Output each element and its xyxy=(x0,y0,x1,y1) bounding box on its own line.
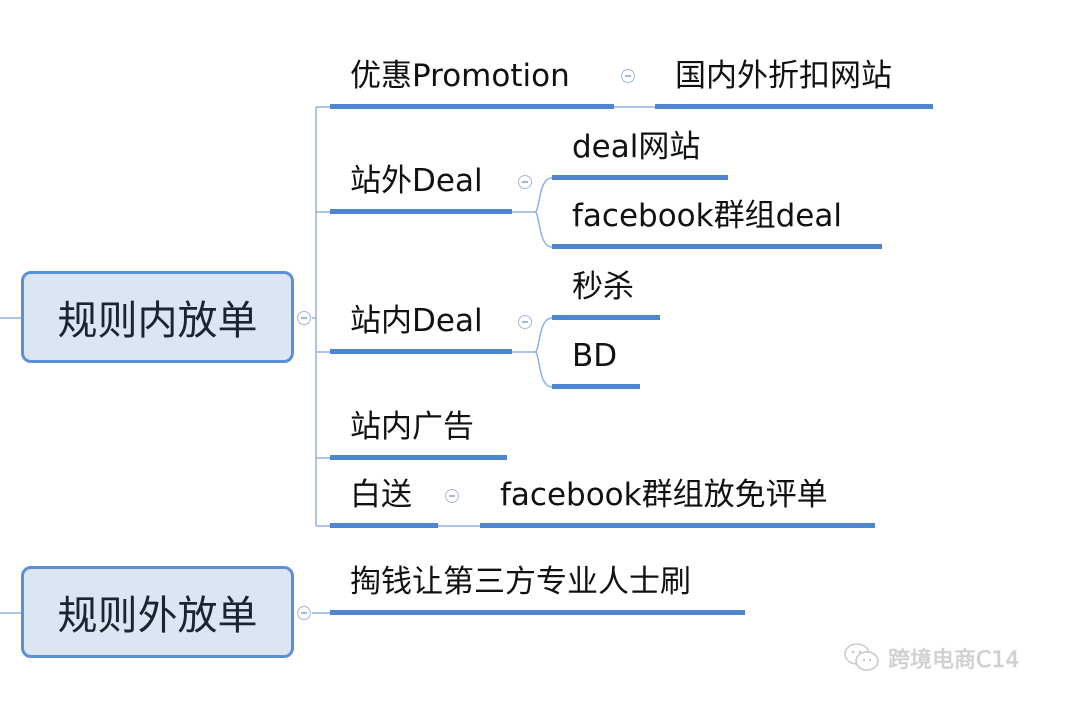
node-deal-sites[interactable]: deal网站 xyxy=(572,129,701,165)
node-underline xyxy=(330,610,745,615)
node-onsite-deal[interactable]: 站内Deal xyxy=(350,303,483,339)
root-node-in-rules[interactable]: 规则内放单 xyxy=(21,271,294,363)
root-node-label: 规则外放单 xyxy=(57,593,258,639)
node-underline xyxy=(552,384,640,389)
node-promotion[interactable]: 优惠Promotion xyxy=(350,58,570,94)
node-underline xyxy=(330,349,512,354)
node-facebook-group-deal[interactable]: facebook群组deal xyxy=(572,198,842,234)
collapse-toggle-icon[interactable] xyxy=(297,311,311,325)
node-discount-sites[interactable]: 国内外折扣网站 xyxy=(675,58,892,94)
node-underline xyxy=(552,175,728,180)
node-underline xyxy=(330,455,507,460)
collapse-toggle-icon[interactable] xyxy=(621,69,635,83)
node-paid-third-party[interactable]: 掏钱让第三方专业人士刷 xyxy=(350,564,691,600)
watermark-text: 跨境电商C14 xyxy=(888,648,1020,673)
node-underline xyxy=(552,315,660,320)
node-flash-sale[interactable]: 秒杀 xyxy=(572,269,634,305)
collapse-toggle-icon[interactable] xyxy=(445,489,459,503)
collapse-toggle-icon[interactable] xyxy=(518,315,532,329)
root-node-outside-rules[interactable]: 规则外放单 xyxy=(21,566,294,658)
node-facebook-free-review[interactable]: facebook群组放免评单 xyxy=(500,477,828,513)
collapse-toggle-icon[interactable] xyxy=(518,175,532,189)
node-underline xyxy=(330,104,614,109)
node-underline xyxy=(330,523,438,528)
node-underline xyxy=(552,244,882,249)
node-offsite-deal[interactable]: 站外Deal xyxy=(350,163,483,199)
collapse-toggle-icon[interactable] xyxy=(297,606,311,620)
wechat-icon xyxy=(844,643,879,671)
watermark: 跨境电商C14 xyxy=(842,642,1019,674)
node-underline xyxy=(330,209,512,214)
root-node-label: 规则内放单 xyxy=(57,298,258,344)
node-underline xyxy=(480,523,875,528)
node-bd[interactable]: BD xyxy=(572,338,618,374)
node-underline xyxy=(655,104,933,109)
node-onsite-ads[interactable]: 站内广告 xyxy=(350,409,474,445)
node-free-giveaway[interactable]: 白送 xyxy=(350,477,412,513)
